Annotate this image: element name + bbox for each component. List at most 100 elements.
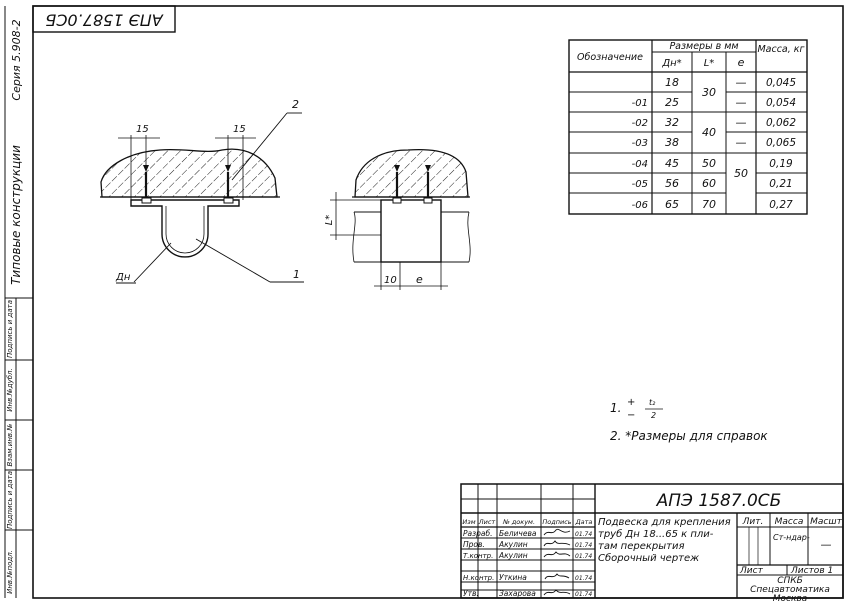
cell-des-4: -04 (632, 159, 648, 170)
signature-2 (543, 551, 571, 558)
role-1: Пров. (463, 540, 485, 549)
signature-1 (543, 540, 571, 547)
cell-des-1: -01 (632, 98, 648, 109)
cell-l-0: 30 (702, 86, 716, 99)
title-line-4: Сборочный чертеж (598, 552, 699, 564)
front-view: 15 15 2 1 Дн (100, 98, 304, 284)
note-1-plus: + (627, 397, 635, 408)
cell-des-2: -02 (632, 118, 648, 129)
sizes-table: Обозначение Размеры в мм Дн* L* e Масса,… (568, 39, 808, 215)
cell-l-5: 60 (702, 177, 716, 190)
org-line-3: Москва (773, 594, 807, 604)
signature-0 (543, 528, 571, 536)
col-izm: Изм (462, 518, 475, 526)
col-date: Дата (575, 518, 593, 526)
role-5: Утв. (463, 589, 479, 598)
dn-label: Дн (115, 272, 131, 283)
hdr-mass: Масса (775, 517, 804, 527)
cell-mass-6: 0,27 (769, 199, 793, 211)
org-line-2: Спецавтоматика (750, 585, 830, 595)
cell-e-4: 50 (734, 167, 748, 180)
name-2: Акулин (498, 551, 528, 560)
cell-e-1: — (736, 96, 747, 109)
name-5: Захарова (499, 589, 536, 598)
name-4: Уткина (499, 573, 527, 582)
note-2: 2. *Размеры для справок (610, 429, 768, 443)
role-2: Т.контр. (463, 552, 493, 560)
title-code: АПЭ 1587.0СБ (656, 491, 782, 511)
dim-l: L* (324, 215, 335, 226)
dim-e: e (416, 273, 423, 286)
strip-signature-2: Подпись и дата (6, 300, 14, 358)
cell-mass-0: 0,045 (766, 77, 796, 89)
hdr-scale: Масшт (810, 517, 842, 527)
note-1-minus: − (627, 410, 635, 421)
title-line-2: труб Дн 18...65 к пли- (598, 528, 714, 540)
th-l: L* (704, 58, 715, 69)
cell-l-6: 70 (702, 198, 716, 211)
strip-signature-1: Подпись и дата (6, 471, 14, 529)
name-1: Акулин (498, 540, 528, 549)
cell-e-3: — (736, 136, 747, 149)
callout-2: 2 (292, 98, 299, 111)
top-stamp-code: АПЭ 1587.0СБ (45, 11, 163, 30)
title-block: АПЭ 1587.0СБ Подвеска для крепления труб… (460, 483, 844, 604)
top-stamp-box (32, 5, 176, 33)
mass-value: — (821, 538, 832, 551)
th-mass: Масса, кг (757, 44, 805, 55)
cell-mass-2: 0,062 (766, 117, 796, 129)
signature-5 (543, 589, 571, 596)
signature-4 (544, 573, 570, 580)
cell-dn-2: 32 (665, 116, 679, 129)
role-0: Разраб. (463, 529, 492, 538)
note-1-num: 1. (610, 401, 621, 415)
cell-dn-4: 45 (665, 157, 679, 170)
cell-mass-4: 0,19 (769, 158, 793, 170)
role-4: Н.контр. (463, 574, 494, 582)
date-2: 01.74 (575, 553, 592, 560)
strip-vzam-inv: Взам.инв.№ (6, 423, 14, 466)
col-sign: Подпись (542, 518, 571, 526)
strip-inv-dubl: Инв.№дубл. (6, 368, 14, 411)
cell-dn-0: 18 (665, 76, 679, 89)
note-1-top: t₂ (649, 398, 656, 407)
notes: 1. + − t₂ 2 2. *Размеры для справок (610, 397, 768, 443)
date-0: 01.74 (575, 531, 592, 538)
cell-dn-6: 65 (665, 198, 679, 211)
cell-mass-3: 0,065 (766, 137, 796, 149)
series-label: Серия 5.908-2 (10, 19, 23, 100)
cell-des-5: -05 (632, 179, 648, 190)
title-line-1: Подвеска для крепления (598, 517, 731, 528)
date-4: 01.74 (575, 575, 592, 582)
hdr-lit: Лит. (742, 517, 764, 527)
col-list: Лист (478, 518, 496, 526)
date-1: 01.74 (575, 542, 592, 549)
name-0: Беличева (499, 529, 537, 538)
series-title: Типовые конструкции (9, 145, 23, 285)
th-e: e (738, 56, 745, 69)
sheet-label: Лист (739, 566, 764, 576)
th-sizes: Размеры в мм (669, 41, 738, 52)
cell-mass-5: 0,21 (769, 178, 792, 190)
org-line-1: СПКБ (777, 576, 803, 586)
sheet-frame (32, 5, 844, 599)
dim-15-left: 15 (136, 124, 149, 135)
cell-dn-3: 38 (665, 136, 679, 149)
cell-dn-1: 25 (665, 96, 679, 109)
cell-l-4: 50 (702, 157, 716, 170)
strip-inv-podl: Инв.№подл. (6, 550, 14, 594)
dim-15-right: 15 (233, 124, 246, 135)
callout-1: 1 (293, 268, 300, 281)
cell-des-6: -06 (632, 200, 648, 211)
side-view: L* 10 e (324, 148, 471, 290)
cell-des-3: -03 (632, 138, 648, 149)
cell-e-2: — (736, 116, 747, 129)
title-line-3: там перекрытия (598, 541, 685, 552)
sheets-label: Листов 1 (790, 566, 833, 576)
th-designation: Обозначение (577, 52, 643, 63)
col-doc: № докум. (502, 518, 535, 526)
th-dn: Дн* (661, 58, 681, 69)
standard-label: Ст-ндар- (773, 533, 810, 542)
cell-dn-5: 56 (665, 177, 679, 190)
